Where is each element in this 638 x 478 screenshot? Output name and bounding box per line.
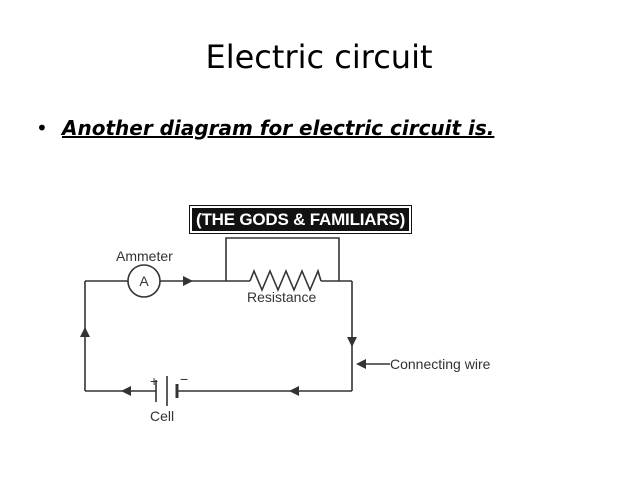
resistance-label: Resistance [247,289,316,305]
slide-title: Electric circuit [205,38,433,76]
bullet-dot: • [36,116,48,140]
arrow-bottom [289,386,299,396]
arrow-bottom-2 [121,386,131,396]
bullet-text: Another diagram for electric circuit is. [62,116,495,140]
parallel-bracket [225,237,340,281]
ammeter-label: Ammeter [116,248,173,264]
connecting-wire-label: Connecting wire [390,356,491,372]
bullet-item: • Another diagram for electric circuit i… [36,116,494,140]
cell-minus-sign: − [180,371,188,387]
ammeter-symbol-letter: A [139,273,149,289]
arrow-left [80,327,90,337]
arrow-right [347,337,357,347]
cell-plus-sign: + [150,373,158,389]
cell-label: Cell [150,408,174,424]
watermark-banner: (THE GODS & FAMILIARS) [188,205,413,234]
pointer-arrowhead [356,359,366,369]
resistor-symbol [249,268,322,293]
arrow-top [183,276,193,286]
ammeter-symbol [127,264,161,298]
